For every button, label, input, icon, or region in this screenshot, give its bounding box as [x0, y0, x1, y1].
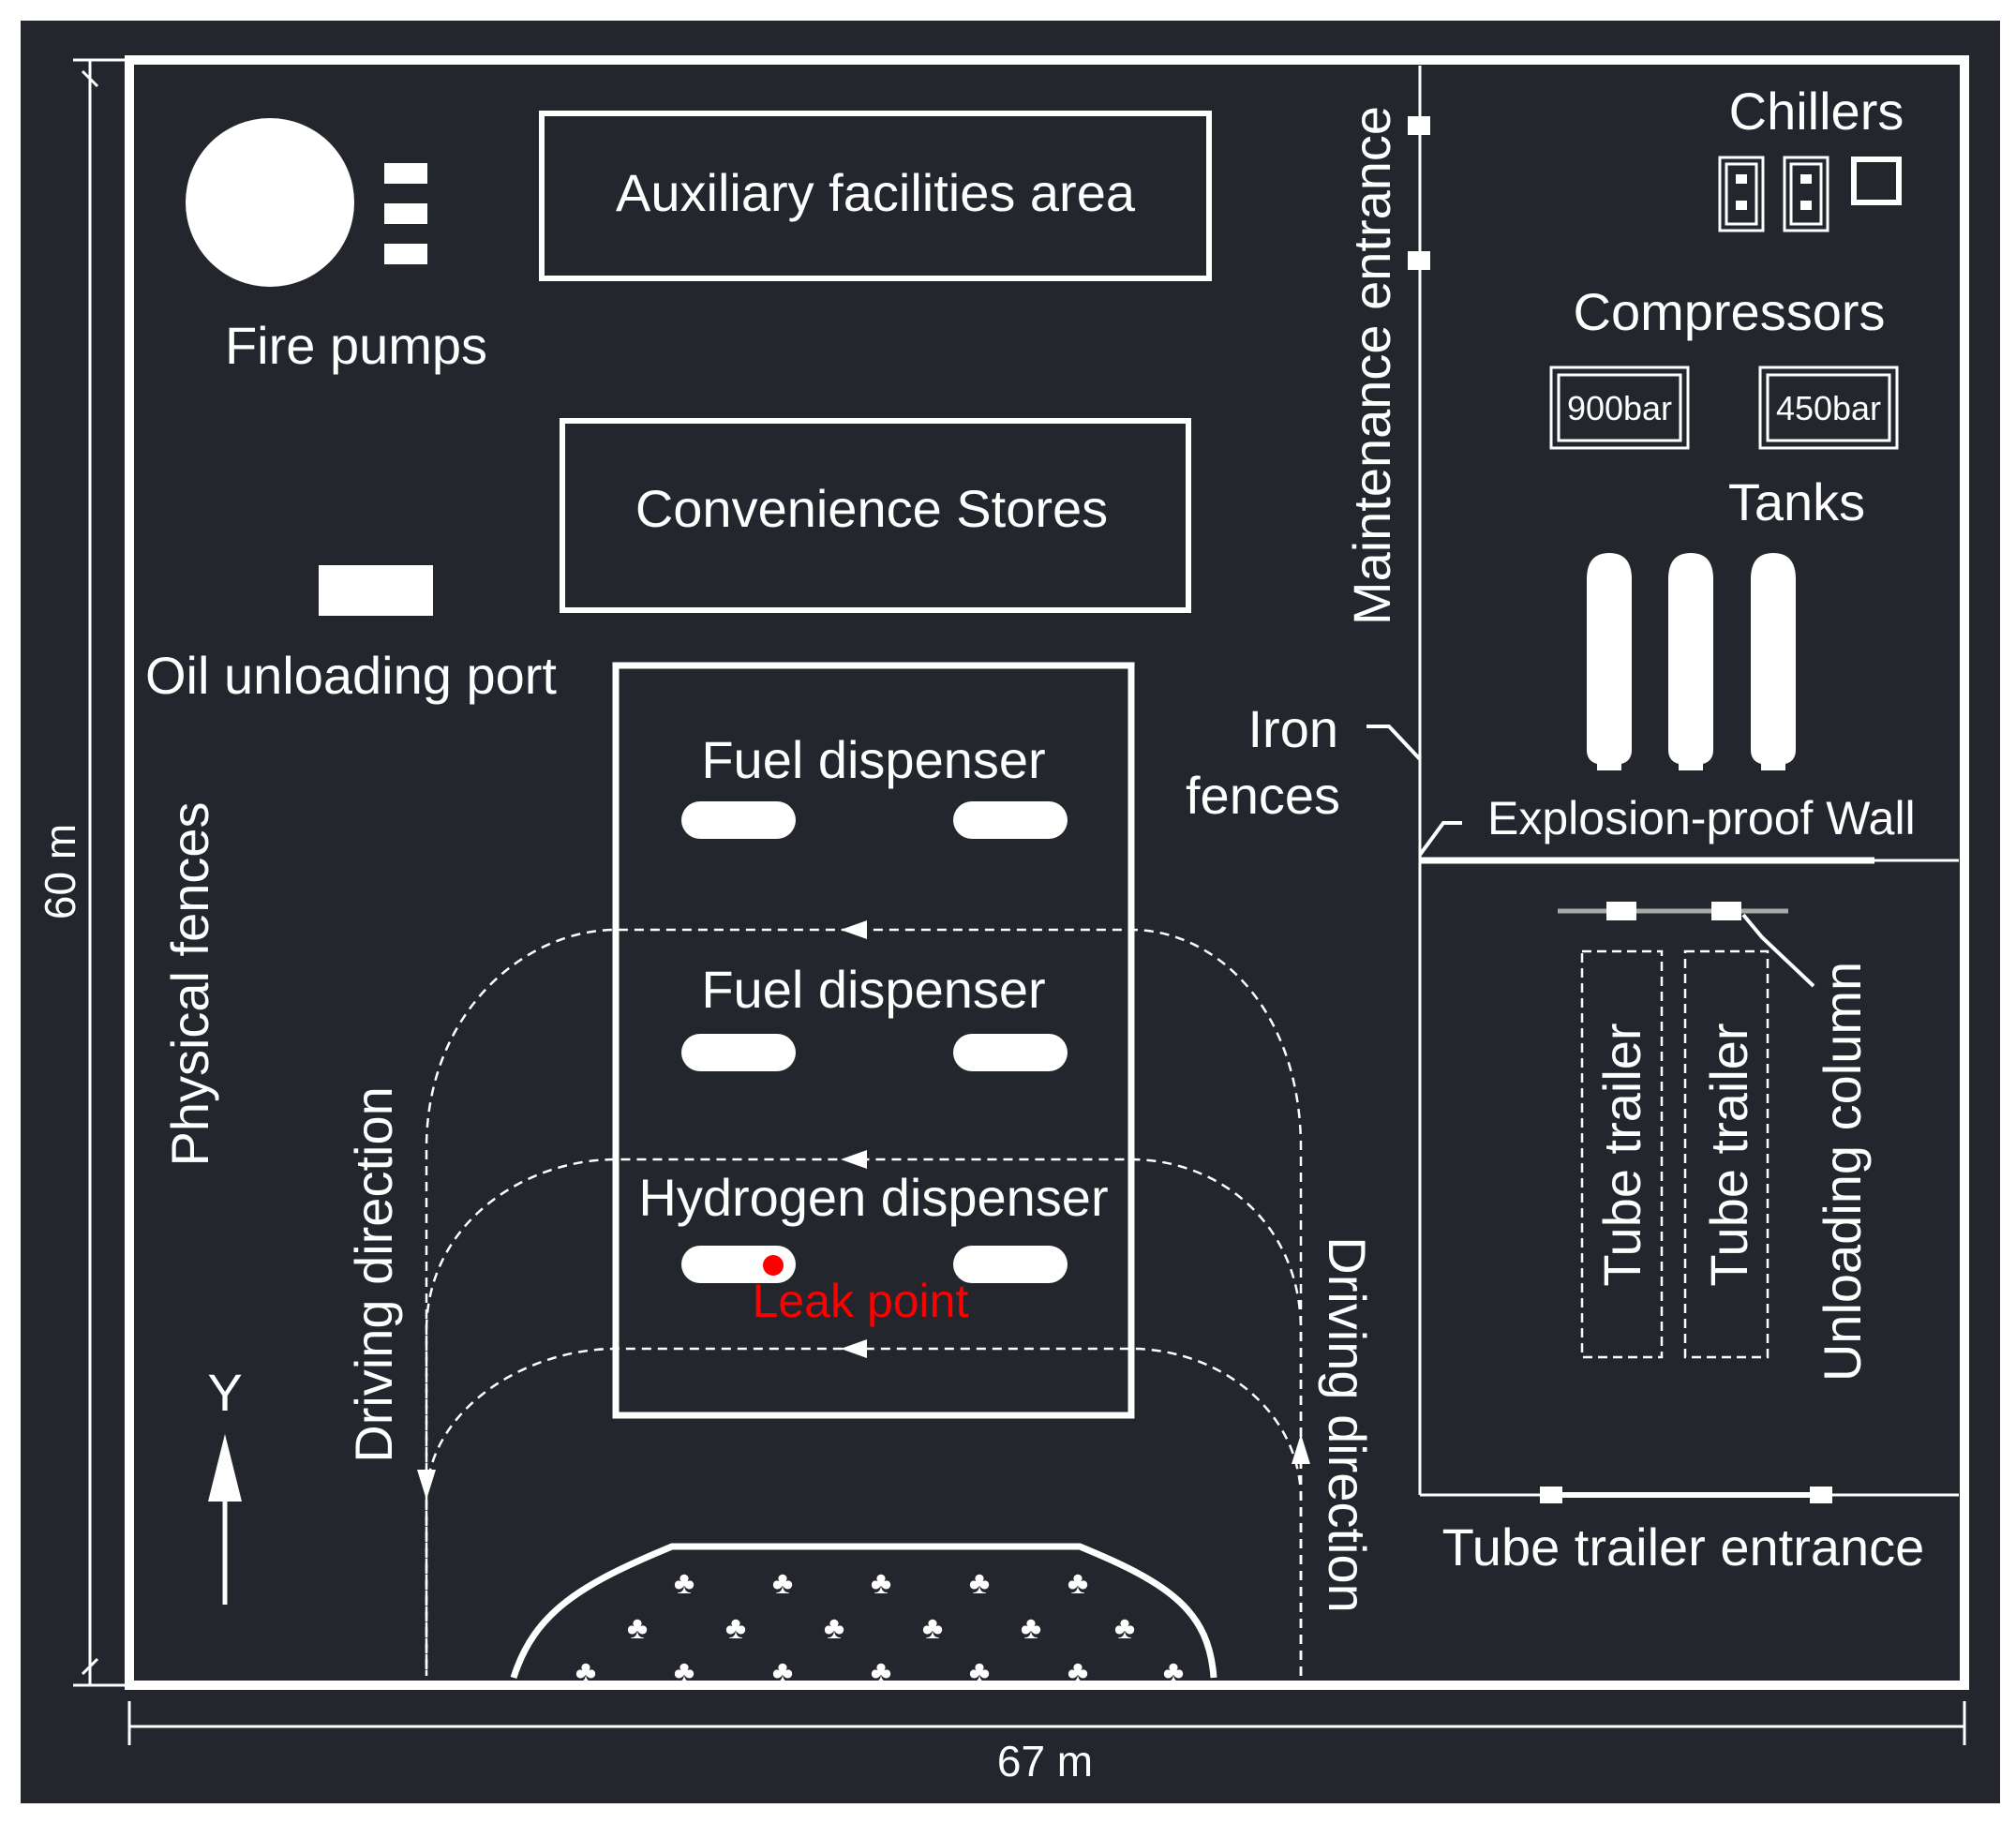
driving-path: [425, 928, 1303, 1676]
svg-text:♣: ♣: [871, 1565, 891, 1601]
svg-text:♣: ♣: [575, 1654, 596, 1690]
width-dimension-label: 67 m: [997, 1737, 1093, 1786]
svg-text:♣: ♣: [1021, 1610, 1041, 1646]
tube-trailer-entrance-label: Tube trailer entrance: [1442, 1517, 1925, 1576]
oil-unloading-port-label: Oil unloading port: [145, 646, 557, 705]
svg-text:♣: ♣: [871, 1654, 891, 1690]
svg-text:♣: ♣: [1163, 1654, 1184, 1690]
compressor-900-box: [1549, 366, 1690, 450]
fire-pump-unit: [384, 244, 427, 264]
landscape-planter: [510, 1543, 1217, 1680]
height-dimension-label: 60 m: [36, 824, 84, 919]
auxiliary-facilities-label: Auxiliary facilities area: [616, 163, 1136, 222]
explosion-proof-wall-label: Explosion-proof Wall: [1487, 792, 1916, 844]
fuel-dispenser-2-label: Fuel dispenser: [701, 960, 1045, 1019]
chillers-label: Chillers: [1729, 82, 1904, 141]
unloading-column-label: Unloading column: [1813, 962, 1872, 1382]
oil-unloading-port: [319, 565, 433, 616]
tube-trailer-gate-post: [1540, 1487, 1562, 1503]
leak-point-label: Leak point: [753, 1275, 969, 1327]
maintenance-entrance-label: Maintenance entrance: [1342, 106, 1401, 625]
svg-text:♣: ♣: [1068, 1565, 1088, 1601]
iron-fences-label-line1: Iron: [1248, 699, 1339, 758]
compressor-900-label: 900bar: [1567, 389, 1672, 427]
compressor-450-label: 450bar: [1776, 389, 1881, 427]
svg-text:♣: ♣: [772, 1654, 793, 1690]
svg-text:♣: ♣: [674, 1654, 694, 1690]
storage-tanks: [1587, 553, 1796, 770]
svg-text:♣: ♣: [1068, 1654, 1088, 1690]
svg-text:♣: ♣: [725, 1610, 746, 1646]
tube-trailer-2-label: Tube trailer: [1699, 1023, 1758, 1286]
driving-arrow-heads: [417, 920, 1310, 1500]
fuel-dispenser-unit: [681, 1034, 796, 1071]
svg-text:♣: ♣: [922, 1610, 943, 1646]
fuel-dispenser-unit: [681, 801, 796, 839]
fuel-dispenser-1-label: Fuel dispenser: [701, 730, 1045, 789]
tube-trailer-bay-1: [1580, 949, 1664, 1359]
fire-pump-tank: [186, 118, 354, 287]
fuel-dispenser-unit: [953, 1034, 1068, 1071]
hydrogen-dispenser-unit: [681, 1246, 796, 1283]
iron-fences-leader: [1366, 725, 1422, 761]
width-dimension: [127, 1701, 1966, 1745]
physical-fences-label: Physical fences: [160, 801, 219, 1166]
auxiliary-facilities-box: [539, 111, 1212, 281]
driving-direction-left-label: Driving direction: [344, 1086, 403, 1463]
tanks-label: Tanks: [1728, 472, 1865, 531]
svg-text:♣: ♣: [772, 1565, 793, 1601]
maintenance-gate-post: [1408, 116, 1430, 135]
chiller-units: [1718, 156, 1902, 232]
fire-pump-unit: [384, 163, 427, 184]
unloading-column-leader: [1741, 913, 1815, 988]
explosion-wall-leader: [1418, 821, 1462, 857]
convenience-stores-label: Convenience Stores: [635, 479, 1108, 538]
compressors-label: Compressors: [1574, 282, 1886, 341]
compressor-450-box: [1758, 366, 1899, 450]
hydrogen-dispenser-label: Hydrogen dispenser: [638, 1168, 1108, 1227]
fuel-dispenser-unit: [953, 801, 1068, 839]
svg-text:♣: ♣: [969, 1654, 990, 1690]
svg-text:♣: ♣: [824, 1610, 844, 1646]
maintenance-gate-post: [1408, 251, 1430, 270]
driving-direction-right-label: Driving direction: [1318, 1236, 1377, 1613]
svg-text:♣: ♣: [969, 1565, 990, 1601]
chiller-fans: [1736, 174, 1812, 210]
unloading-column: [1711, 902, 1741, 920]
planter-shrubs: ♣ ♣ ♣ ♣ ♣ ♣ ♣ ♣ ♣ ♣ ♣ ♣ ♣ ♣ ♣ ♣ ♣ ♣: [575, 1565, 1184, 1690]
tube-trailer-1-label: Tube trailer: [1592, 1023, 1651, 1286]
site-boundary: [125, 55, 1969, 1690]
tube-trailer-gate-post: [1810, 1487, 1832, 1503]
svg-text:♣: ♣: [674, 1565, 694, 1601]
y-axis-arrow: [208, 1434, 242, 1605]
dispenser-island: [612, 662, 1135, 1419]
iron-fences-label-line2: fences: [1186, 766, 1340, 825]
y-axis-label: Y: [207, 1363, 242, 1422]
fire-pump-unit: [384, 203, 427, 224]
svg-text:♣: ♣: [627, 1610, 648, 1646]
svg-text:♣: ♣: [1114, 1610, 1135, 1646]
convenience-stores-box: [560, 418, 1191, 613]
unloading-column: [1606, 902, 1636, 920]
tube-trailer-bay-2: [1683, 949, 1770, 1359]
leak-point-marker: [763, 1255, 784, 1276]
fire-pumps-label: Fire pumps: [225, 316, 487, 375]
height-dimension: [73, 58, 129, 1687]
hydrogen-dispenser-unit: [953, 1246, 1068, 1283]
